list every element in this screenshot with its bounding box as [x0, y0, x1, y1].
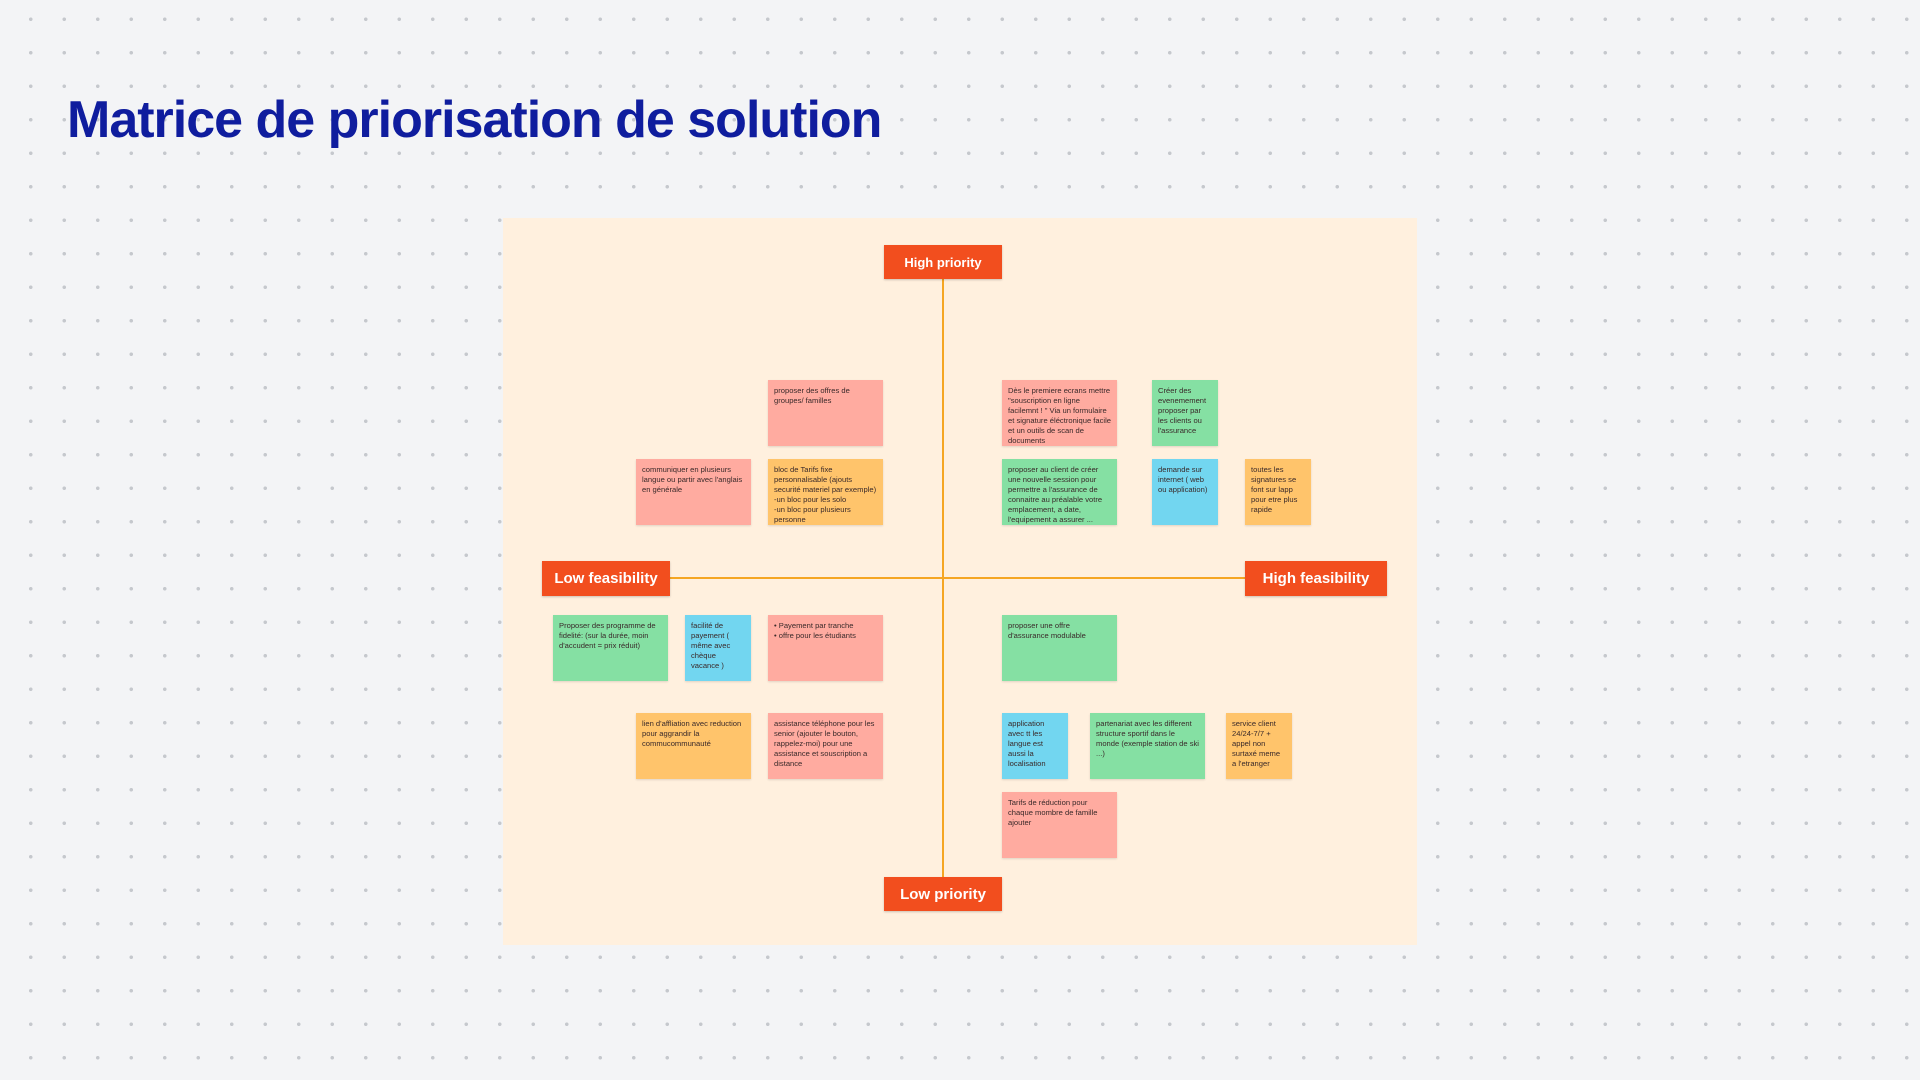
sticky-note[interactable]: bloc de Tarifs fixe personnalisable (ajo…: [768, 459, 883, 525]
sticky-note[interactable]: proposer une offre d'assurance modulable: [1002, 615, 1117, 681]
sticky-note[interactable]: • Payement par tranche • offre pour les …: [768, 615, 883, 681]
sticky-note[interactable]: Proposer des programme de fidelité: (sur…: [553, 615, 668, 681]
sticky-note[interactable]: Tarifs de réduction pour chaque mombre d…: [1002, 792, 1117, 858]
low-priority-label: Low priority: [884, 877, 1002, 911]
sticky-note[interactable]: service client 24/24-7/7 + appel non sur…: [1226, 713, 1292, 779]
sticky-note[interactable]: lien d'affliation avec reduction pour ag…: [636, 713, 751, 779]
high-feasibility-label: High feasibility: [1245, 561, 1387, 596]
sticky-note[interactable]: partenariat avec les different structure…: [1090, 713, 1205, 779]
sticky-note[interactable]: toutes les signatures se font sur lapp p…: [1245, 459, 1311, 525]
sticky-note[interactable]: Dès le premiere ecrans mettre "souscript…: [1002, 380, 1117, 446]
sticky-note[interactable]: application avec tt les langue est aussi…: [1002, 713, 1068, 779]
priority-axis: [942, 270, 944, 880]
sticky-note[interactable]: proposer des offres de groupes/ familles: [768, 380, 883, 446]
sticky-note[interactable]: demande sur internet ( web ou applicatio…: [1152, 459, 1218, 525]
sticky-note[interactable]: assistance téléphone pour les senior (aj…: [768, 713, 883, 779]
sticky-note[interactable]: facilité de payement ( même avec chèque …: [685, 615, 751, 681]
page-title: Matrice de priorisation de solution: [67, 91, 882, 149]
low-feasibility-label: Low feasibility: [542, 561, 670, 596]
sticky-note[interactable]: proposer au client de créer une nouvelle…: [1002, 459, 1117, 525]
high-priority-label: High priority: [884, 245, 1002, 279]
sticky-note[interactable]: Créer des evenemement proposer par les c…: [1152, 380, 1218, 446]
sticky-note[interactable]: communiquer en plusieurs langue ou parti…: [636, 459, 751, 525]
feasibility-axis: [660, 577, 1260, 579]
